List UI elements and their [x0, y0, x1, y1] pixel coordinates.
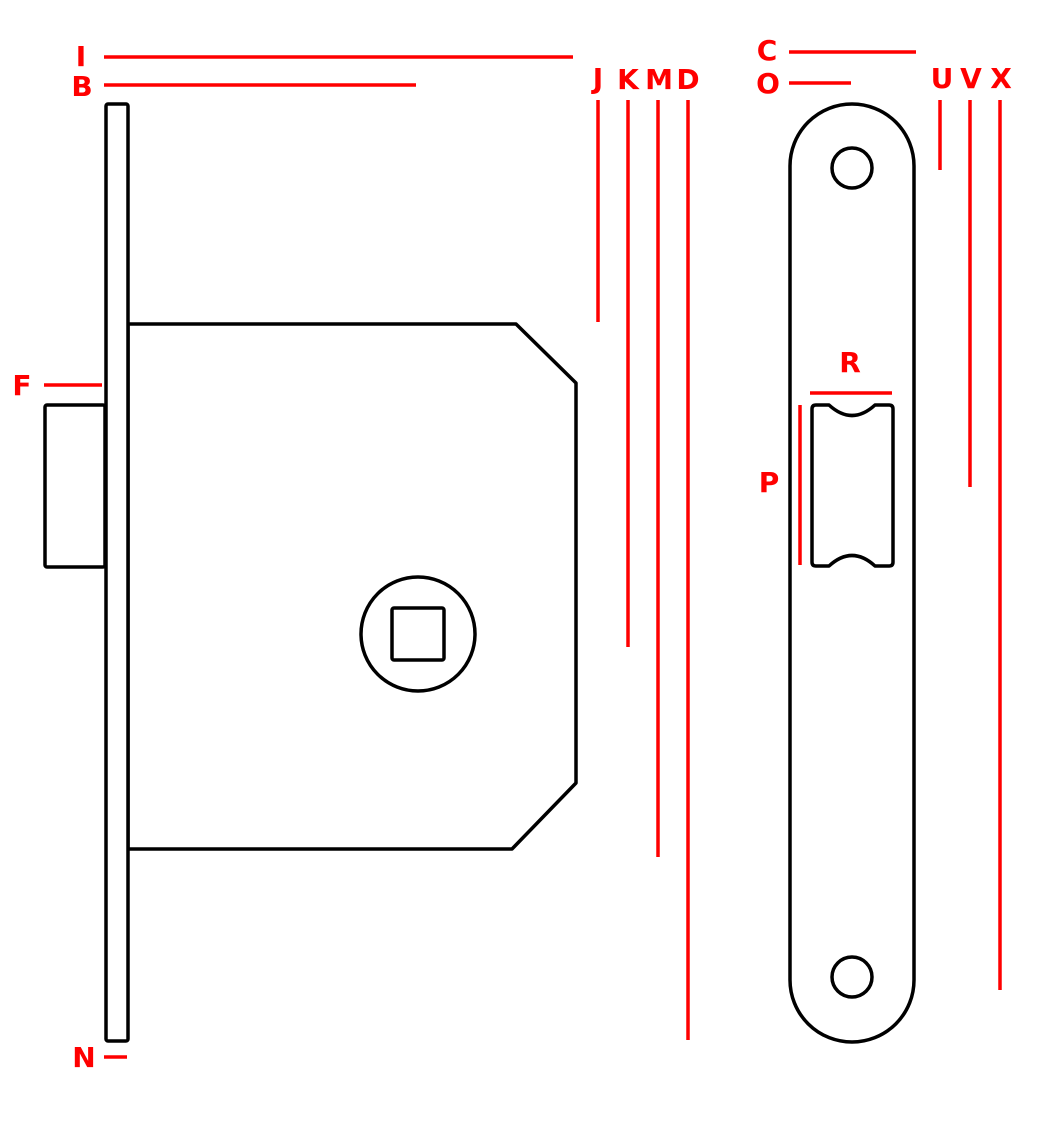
label-r: R [839, 346, 861, 379]
latch-opening [810, 403, 895, 568]
label-n: N [72, 1041, 95, 1074]
label-u: U [931, 62, 954, 95]
label-f: F [12, 369, 31, 402]
mortise-lock [43, 102, 578, 1043]
strike-plate [788, 102, 916, 1044]
label-d: D [676, 63, 699, 96]
dimension-labels: I B J K M D C O U V X F R P N [12, 34, 1012, 1074]
label-o: O [756, 67, 780, 100]
spindle-square-hole [390, 606, 446, 662]
label-c: C [757, 34, 778, 67]
label-k: K [617, 63, 640, 96]
label-b: B [71, 70, 92, 103]
dimension-lines [44, 50, 1002, 1059]
label-i: I [76, 40, 86, 73]
screw-hole-top [830, 146, 874, 190]
lock-body [126, 322, 578, 851]
strike-plate-outline [788, 102, 916, 1044]
label-m: M [645, 63, 673, 96]
screw-hole-bottom [830, 955, 874, 999]
label-p: P [759, 466, 780, 499]
label-j: J [591, 62, 603, 95]
faceplate [104, 102, 130, 1043]
label-v: V [960, 62, 982, 95]
latch-bolt [43, 403, 107, 569]
label-x: X [990, 62, 1012, 95]
